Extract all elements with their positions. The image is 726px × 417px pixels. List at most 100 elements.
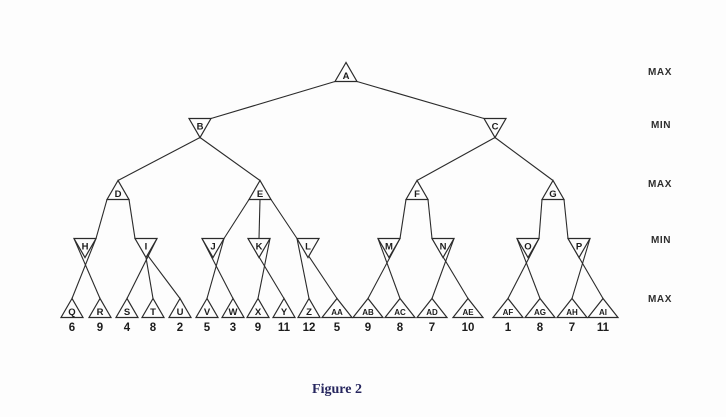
tree-node-R: R9	[87, 297, 113, 334]
tree-node-Z: Z12	[296, 297, 322, 334]
node-label-B: B	[197, 122, 204, 133]
node-label-W: W	[229, 307, 238, 318]
tree-edge-B-E	[199, 137, 261, 181]
node-label-X: X	[255, 307, 262, 318]
max-node-shape	[320, 297, 354, 319]
tree-node-AH: AH 7	[555, 297, 589, 334]
max-node-shape	[404, 179, 430, 201]
node-label-P: P	[576, 242, 583, 253]
level-label-max-2: MAX	[648, 179, 673, 190]
node-label-A: A	[343, 71, 350, 82]
node-label-U: U	[177, 307, 184, 318]
max-node-shape	[451, 297, 485, 319]
max-node-shape	[105, 179, 131, 201]
tree-node-W: W3	[220, 297, 246, 334]
min-node-shape	[133, 237, 159, 259]
tree-edge-H-Q	[71, 238, 97, 299]
node-label-T: T	[150, 307, 156, 318]
tree-node-M: M	[376, 237, 402, 259]
level-label-max-4: MAX	[648, 294, 673, 305]
max-node-shape	[114, 297, 140, 319]
tree-node-U: U2	[167, 297, 193, 334]
tree-edge-G-O	[538, 199, 543, 239]
node-label-C: C	[492, 122, 499, 133]
tree-edge-D-I	[128, 199, 136, 239]
min-node-shape	[200, 237, 226, 259]
level-label-min-1: MIN	[651, 120, 672, 131]
min-node-shape	[482, 117, 508, 139]
node-label-AF: AF	[503, 308, 514, 317]
tree-edge-H-R	[73, 238, 101, 299]
leaf-value-AA: 5	[334, 322, 341, 334]
tree-node-K: K	[246, 237, 272, 259]
leaf-value-X: 9	[255, 322, 261, 334]
leaf-value-Q: 6	[69, 322, 75, 334]
leaf-value-AI: 11	[597, 322, 610, 334]
tree-edge-A-C	[356, 80, 485, 120]
tree-node-AA: AA 5	[320, 297, 354, 334]
node-label-AA: AA	[331, 308, 343, 317]
tree-edge-G-P	[563, 199, 569, 239]
node-label-S: S	[124, 307, 130, 318]
tree-edge-K-X	[257, 238, 271, 299]
node-label-E: E	[257, 189, 263, 200]
max-node-shape	[555, 297, 589, 319]
tree-edge-B-D	[117, 137, 201, 181]
min-node-shape	[430, 237, 456, 259]
leaf-value-Y: 11	[278, 322, 291, 334]
tree-edge-P-AH	[571, 238, 591, 299]
node-label-AD: AD	[426, 308, 438, 317]
tree-node-P: P	[566, 237, 592, 259]
node-label-AH: AH	[566, 308, 578, 317]
tree-node-Q: Q6	[59, 297, 85, 334]
tree-node-N: N	[430, 237, 456, 259]
tree-node-AF: AF 1	[491, 297, 525, 334]
max-node-shape	[333, 61, 359, 83]
tree-node-C: C	[482, 117, 508, 139]
leaf-value-AG: 8	[537, 322, 544, 334]
min-node-shape	[295, 237, 321, 259]
leaf-value-AH: 7	[569, 322, 575, 334]
tree-edge-E-J	[223, 199, 250, 239]
node-label-H: H	[82, 242, 89, 253]
max-node-shape	[415, 297, 449, 319]
node-label-F: F	[414, 189, 420, 200]
tree-edge-F-M	[399, 199, 407, 239]
max-node-shape	[586, 297, 620, 319]
tree-node-D: D	[105, 179, 131, 201]
node-label-M: M	[385, 242, 393, 253]
tree-node-AD: AD 7	[415, 297, 449, 334]
max-node-shape	[491, 297, 525, 319]
tree-node-X: X9	[245, 297, 271, 334]
tree-edge-C-F	[416, 137, 496, 181]
tree-edge-F-N	[427, 199, 433, 239]
tree-node-S: S4	[114, 297, 140, 334]
max-node-shape	[247, 179, 273, 201]
leaf-value-AE: 10	[462, 322, 475, 334]
tree-edge-I-T	[145, 257, 154, 299]
min-node-shape	[515, 237, 541, 259]
node-label-L: L	[305, 242, 311, 253]
tree-node-V: V5	[194, 297, 220, 334]
node-label-K: K	[256, 242, 263, 253]
level-label-max-0: MAX	[648, 67, 673, 78]
tree-node-G: G	[540, 179, 566, 201]
node-label-N: N	[440, 242, 447, 253]
leaf-value-W: 3	[230, 322, 236, 334]
tree-node-F: F	[404, 179, 430, 201]
min-node-shape	[566, 237, 592, 259]
tree-edge-D-H	[95, 199, 108, 239]
leaf-value-AD: 7	[429, 322, 435, 334]
tree-edge-N-AD	[431, 238, 455, 299]
leaf-value-AF: 1	[505, 322, 512, 334]
node-label-O: O	[524, 242, 531, 253]
leaf-value-U: 2	[177, 322, 183, 334]
leaf-value-AC: 8	[397, 322, 404, 334]
max-node-shape	[351, 297, 385, 319]
leaf-value-T: 8	[150, 322, 157, 334]
tree-edge-J-V	[206, 238, 225, 299]
